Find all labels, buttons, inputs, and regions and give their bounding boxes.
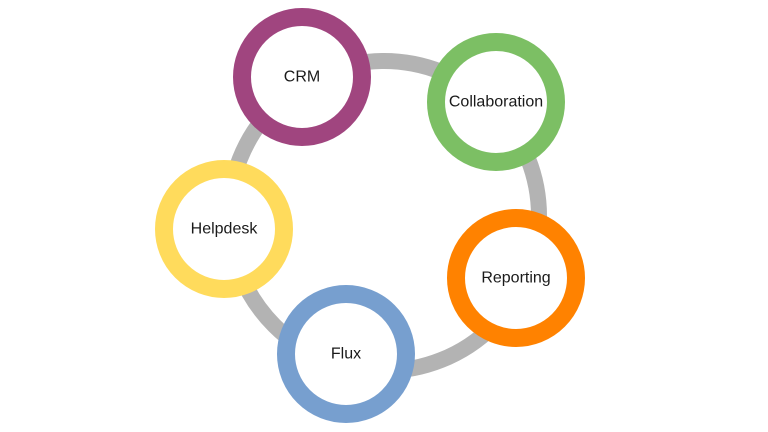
node-flux: Flux [277, 285, 415, 423]
node-flux-label: Flux [331, 346, 361, 363]
node-collaboration: Collaboration [427, 33, 565, 171]
node-crm-label: CRM [284, 69, 320, 86]
node-helpdesk-label: Helpdesk [191, 221, 259, 238]
node-collaboration-circle [427, 33, 565, 171]
node-helpdesk: Helpdesk [155, 160, 293, 298]
node-helpdesk-circle [155, 160, 293, 298]
node-reporting-circle [447, 209, 585, 347]
node-crm-circle [233, 8, 371, 146]
node-crm: CRM [233, 8, 371, 146]
node-reporting-label: Reporting [481, 270, 550, 287]
node-collaboration-label: Collaboration [449, 94, 543, 111]
node-reporting: Reporting [447, 209, 585, 347]
node-flux-circle [277, 285, 415, 423]
